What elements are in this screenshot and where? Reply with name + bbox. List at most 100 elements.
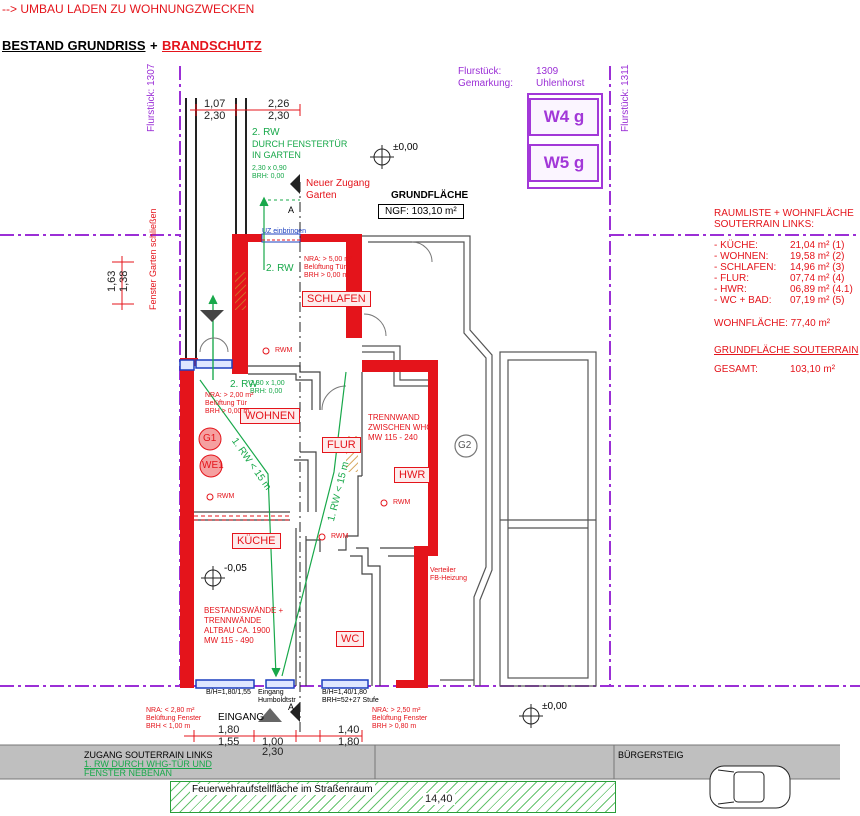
nra-wc-3: BRH > 0,80 m [372,723,417,730]
nra-schlafen-3: BRH > 0,00 m [304,272,349,279]
rw2-line2: IN GARTEN [252,150,301,160]
eingang-label: EINGANG [218,712,265,723]
badge-w4g: W4 g [529,98,599,136]
eingang-small-1: Eingang [258,689,284,696]
garden-walls [185,98,247,358]
nra-wc-1: NRA: > 2,50 m² [372,707,421,714]
verteiler-1: Verteiler [430,567,456,574]
nra-kueche-3: BRH < 1,00 m [146,723,191,730]
nra-wohnen-3: BRH > 0,00 m [205,408,250,415]
raumliste-row: - SCHLAFEN:14,96 m² (3) [714,262,845,273]
dim-bottom-left-a: 1,80 [218,724,240,736]
inner-walls [194,365,414,686]
dim-bottom-mid-b: 2,30 [262,746,284,758]
raumliste-heading-2: SOUTERRAIN LINKS: [714,219,815,230]
bestand-4: MW 115 - 490 [204,636,254,645]
garden-triangle [200,310,224,322]
level-top: ±0,00 [393,142,418,153]
plan-subtitle: --> UMBAU LADEN ZU WOHNUNGZWECKEN [2,2,255,16]
room-label-hwr: HWR [394,467,431,483]
rw2-wohnen-dims2: BRH: 0,00 [250,388,283,395]
car-icon [709,765,791,809]
dim-bottom-right-a: 1,40 [338,724,360,736]
g1-marker [198,427,222,451]
section-a-top: A [288,205,295,215]
neighbour-building [362,235,597,687]
trennwand-1: TRENNWAND [368,413,420,422]
dim-top-right-b: 2,30 [268,110,290,122]
sidewalk [0,745,840,779]
nra-kueche-1: NRA: < 2,80 m² [146,707,195,714]
bh-left: B/H=1,80/1,55 [206,689,251,696]
gemarkung-label: Gemarkung: [458,78,514,89]
trennwand-3: MW 115 - 240 [368,433,418,442]
verteiler-2: FB-Heizung [430,575,467,582]
rwm-label: RWM [275,347,293,354]
room-label-flur: FLUR [322,437,361,453]
dim-total-width: 14,40 [423,793,455,805]
room-label-kueche: KÜCHE [232,533,281,549]
rw2-schlafen: 2. RW [266,263,294,274]
wohnflaeche-total: WOHNFLÄCHE: 77,40 m² [714,318,831,329]
room-label-schlafen: SCHLAFEN [302,291,371,307]
title-brandschutz: BRANDSCHUTZ [162,38,262,53]
dim-side-a: 1,63 [106,270,118,292]
bh-right-1: B/H=1,40/1,80 [322,689,367,696]
rw2-wohnen: 2. RW [230,379,258,390]
gemarkung-value: Uhlenhorst [536,78,585,89]
eingang-small-2: Humboldtstr [258,697,296,704]
level-kueche: -0,05 [224,563,247,574]
uz-einbringen: UZ einbringen [262,228,306,235]
rw2-line1: DURCH FENSTERTÜR [252,139,348,149]
level-marker-top [370,145,394,169]
entrance-triangle [258,708,282,722]
rw2-title: 2. RW [252,127,280,138]
dim-side-b: 1,38 [118,270,130,292]
room-label-wc: WC [336,631,365,647]
rwm-label: RWM [393,499,411,506]
nra-kueche-2: Belüftung Fenster [146,715,202,722]
zugang-2: 1. RW DURCH WHG-TÜR UND [84,759,212,769]
neuer-zugang-2: Garten [306,190,337,201]
nra-wohnen-1: NRA: > 2,00 m² [205,392,254,399]
parcel-left-label: Flurstück: 1307 [146,63,157,132]
fenster-garten-label: Fenster Garten schließen [148,208,158,310]
bh-right-2: BRH=52+27 Stufe [322,697,379,704]
room-label-wohnen: WOHNEN [240,408,301,424]
dim-top-right-a: 2,26 [268,98,290,110]
level-marker-kueche [201,566,225,590]
bestand-1: BESTANDSWÄNDE + [204,606,284,615]
windows [179,359,369,689]
nra-schlafen-2: Belüftung Tür [304,264,346,271]
section-marker-top [290,174,300,194]
raumliste: RAUMLISTE + WOHNFLÄCHE SOUTERRAIN LINKS:… [714,208,858,375]
bestand-2: TRENNWÄNDE [204,616,262,625]
level-marker-bottom [519,704,543,728]
section-a-bottom: A [288,702,295,712]
raumliste-row: - KÜCHE:21,04 m² (1) [714,240,845,251]
grundflaeche-heading: GRUNDFLÄCHE [391,190,469,201]
nra-schlafen-1: NRA: > 5,00 m² [304,256,353,263]
feuerwehr-label: Feuerwehraufstellfläche im Straßenraum [190,784,375,795]
raumliste-row: - HWR:06,89 m² (4.1) [714,284,853,295]
rwm-label: RWM [331,533,349,540]
neuer-zugang-1: Neuer Zugang [306,178,370,189]
dim-bottom-mid-a: 1,00 [262,736,284,748]
raumliste-row: - WC + BAD:07,19 m² (5) [714,295,845,306]
we1-label: WE1 [202,460,224,471]
bestand-3: ALTBAU CA. 1900 [204,626,271,635]
title-plus: + [149,38,158,53]
dim-top-left-a: 1,07 [204,98,226,110]
escape-routes [199,196,347,678]
raumliste-row: - WOHNEN:19,58 m² (2) [714,251,845,262]
badge-w5g: W5 g [529,144,599,182]
level-bottom: ±0,00 [542,701,567,712]
souterrain-heading: GRUNDFLÄCHE SOUTERRAIN [714,345,859,356]
g2-label: G2 [458,440,472,451]
smoke-detectors [206,347,388,541]
flurstueck-value: 1309 [536,66,559,77]
gesamt-row: GESAMT:103,10 m² [714,364,836,375]
rw2-dims2: BRH: 0,00 [252,173,285,180]
buergersteig-label: BÜRGERSTEIG [618,750,684,760]
